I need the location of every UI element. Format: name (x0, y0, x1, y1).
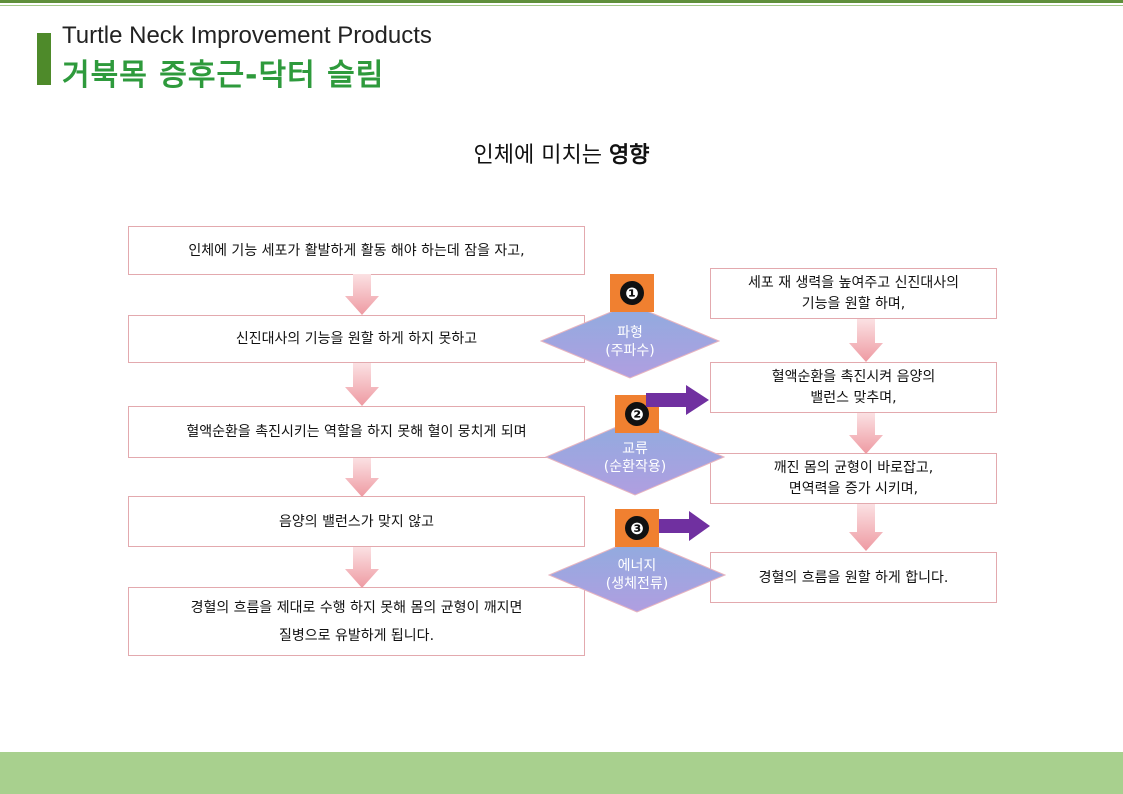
diamond-wave-label: 파형 (주파수) (580, 324, 680, 360)
heading-emphasis: 영향 (608, 143, 650, 168)
step-1-number: ❶ (620, 281, 644, 305)
left-step-3: 혈액순환을 촉진시키는 역할을 하지 못해 혈이 뭉치게 되며 (128, 406, 585, 458)
down-arrow-left-1 (345, 274, 379, 315)
right-step-3: 깨진 몸의 균형이 바로잡고, 면역력을 증가 시키며, (710, 453, 997, 504)
step-2-line1: 교류 (622, 441, 648, 457)
step-3-badge: ❸ (615, 509, 659, 547)
step-3-number: ❸ (625, 516, 649, 540)
top-rule (0, 0, 1123, 3)
down-arrow-left-3 (345, 458, 379, 497)
down-arrow-right-2 (849, 413, 883, 454)
down-arrow-left-4 (345, 547, 379, 588)
step-1-line1: 파형 (617, 325, 643, 341)
step-3-line2: (생체전류) (605, 576, 669, 592)
diamond-wave (540, 303, 720, 379)
heading-prefix: 인체에 미치는 (473, 143, 609, 168)
step-1-badge: ❶ (610, 274, 654, 312)
title-accent-bar (37, 33, 51, 85)
step-3-line1: 에너지 (617, 558, 657, 574)
right-arrow-2 (659, 511, 710, 541)
right-arrow-1 (646, 385, 709, 415)
left-step-2: 신진대사의 기능을 원할 하게 하지 못하고 (128, 315, 585, 363)
step-2-line2: (순환작용) (603, 459, 667, 475)
down-arrow-left-2 (345, 363, 379, 406)
left-step-1: 인체에 기능 세포가 활발하게 활동 해야 하는데 잠을 자고, (128, 226, 585, 275)
title-korean: 거북목 증후근-닥터 슬림 (62, 58, 385, 93)
right-step-1: 세포 재 생력을 높여주고 신진대사의 기능을 원할 하며, (710, 268, 997, 319)
down-arrow-right-1 (849, 319, 883, 362)
top-rule-thin (0, 5, 1123, 6)
step-2-number: ❷ (625, 402, 649, 426)
diamond-energy-label: 에너지 (생체전류) (587, 557, 687, 593)
left-step-5: 경혈의 흐름을 제대로 수행 하지 못해 몸의 균형이 깨지면 질병으로 유발하… (128, 587, 585, 656)
right-step-4: 경혈의 흐름을 원할 하게 합니다. (710, 552, 997, 603)
title-english: Turtle Neck Improvement Products (62, 22, 432, 49)
left-step-4: 음양의 밸런스가 맞지 않고 (128, 496, 585, 547)
footer-bar (0, 752, 1123, 794)
diamond-exchange (545, 418, 725, 496)
step-1-line2: (주파수) (605, 343, 655, 359)
diamond-energy (548, 537, 726, 613)
diamond-exchange-label: 교류 (순환작용) (585, 440, 685, 476)
right-step-2: 혈액순환을 촉진시켜 음양의 밸런스 맞추며, (710, 362, 997, 413)
down-arrow-right-3 (849, 504, 883, 551)
section-heading: 인체에 미치는 영향 (0, 137, 1123, 169)
